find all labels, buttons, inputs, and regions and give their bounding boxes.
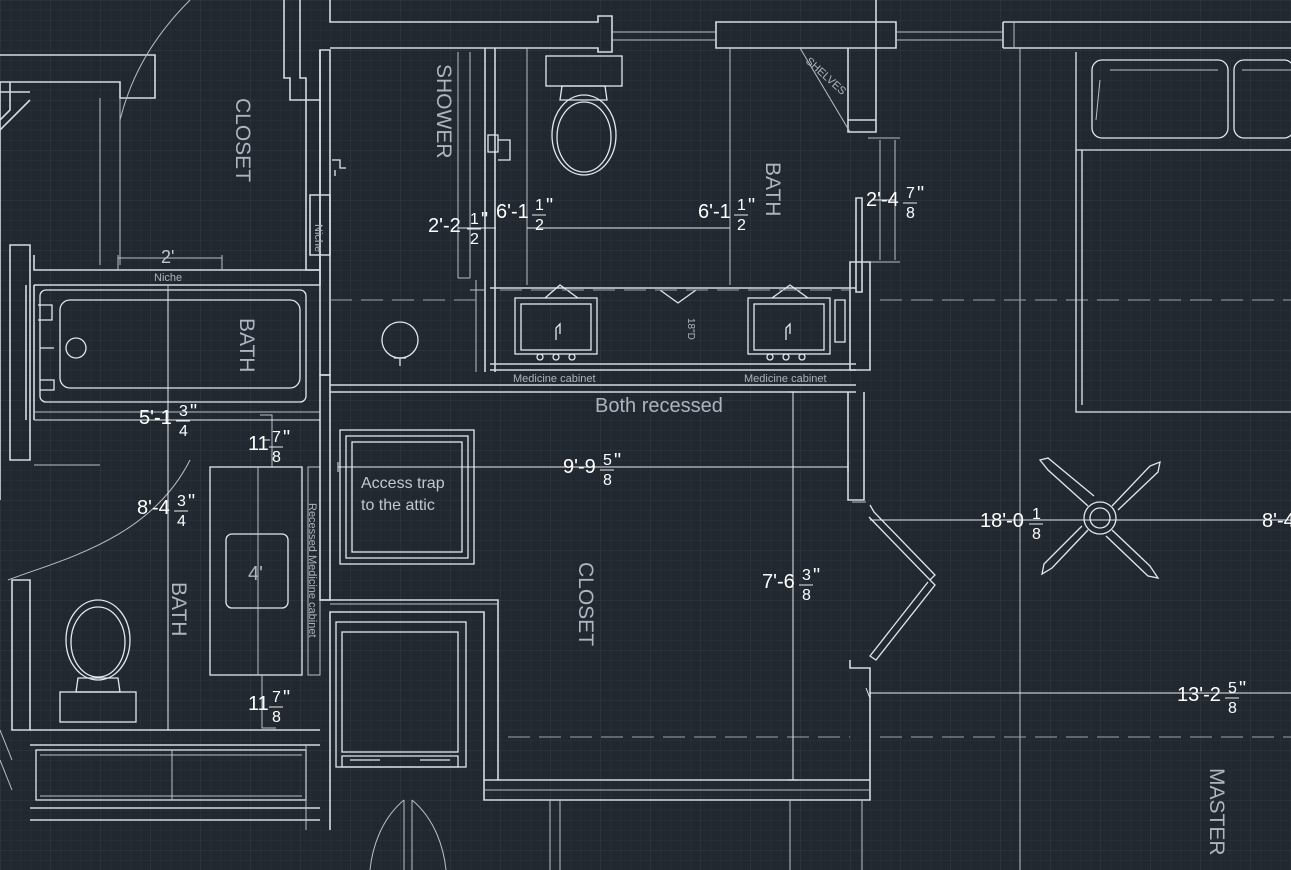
dimension-lines (34, 199, 1291, 781)
dim-whole: 6'-1 (698, 201, 731, 223)
note-recessed-medicine: Recessed Medicine cabinet (306, 503, 318, 638)
dim-denominator: 8 (1228, 700, 1237, 717)
dim-whole: 11 (248, 433, 269, 455)
dim-whole: 8'-4 (1262, 510, 1291, 532)
dim-denominator: 8 (802, 587, 811, 604)
dim-bath-length: 8'-4 3 4 " (137, 491, 195, 530)
note-niche-width: 2' (161, 247, 174, 267)
note-access-trap-line1: Access trap (361, 475, 445, 492)
dim-tub-length: 5'-1 3 4 " (139, 401, 197, 440)
dim-bath-depth: 6'-1 1 2 " (698, 195, 755, 234)
ceiling-fan-icon (1038, 457, 1161, 579)
room-labels: CLOSET SHOWER BATH BATH BATH CLOSET MAST… (167, 64, 1228, 856)
dim-whole: 7'-6 (762, 571, 795, 593)
dim-numerator: 7 (906, 185, 915, 202)
dim-numerator: 5 (1228, 680, 1237, 697)
dim-unit: " (188, 491, 195, 513)
dim-denominator: 4 (177, 513, 186, 530)
note-vanity-width: 4' (248, 563, 263, 585)
dim-numerator: 1 (470, 211, 479, 228)
dim-vanity-gap-bottom: 11 7 8 " (248, 687, 290, 726)
dim-numerator: 7 (272, 429, 281, 446)
dim-denominator: 8 (1032, 526, 1041, 543)
left-closet-walls (0, 0, 321, 500)
dim-closet-width: 9'-9 5 8 " (563, 450, 621, 489)
dim-unit: " (1239, 678, 1246, 700)
dim-denominator: 8 (906, 205, 915, 222)
dim-unit: " (283, 427, 290, 449)
dim-whole: 2'-4 (866, 189, 899, 211)
dim-master-edge: 8'-4 (1262, 510, 1291, 532)
dim-unit: " (546, 195, 553, 217)
dim-shower-width: 2'-2 1 2 " (428, 209, 488, 248)
label-closet-main: CLOSET (574, 562, 597, 646)
entry-door (369, 799, 447, 870)
dim-unit: " (813, 565, 820, 587)
dim-numerator: 1 (535, 197, 544, 214)
bathtub (9, 244, 320, 466)
dim-whole: 8'-4 (137, 497, 170, 519)
label-master: MASTER (1205, 768, 1228, 856)
dim-numerator: 5 (603, 452, 612, 469)
dim-unit: " (283, 687, 290, 709)
dim-whole: 2'-2 (428, 215, 461, 237)
note-access-trap-line2: to the attic (361, 497, 435, 514)
dim-unit: " (748, 195, 755, 217)
dimension-texts: 2'-2 1 2 " 6'-1 1 2 " 6'-1 1 2 " 2'-4 7 … (137, 183, 1291, 726)
dim-unit: " (614, 450, 621, 472)
master-bedroom (875, 0, 1291, 579)
dim-unit: " (481, 209, 488, 231)
dim-numerator: 3 (802, 567, 811, 584)
dim-unit: " (917, 183, 924, 205)
dim-denominator: 8 (603, 472, 612, 489)
dim-numerator: 3 (179, 403, 188, 420)
dim-denominator: 8 (272, 709, 281, 726)
dim-unit: " (190, 401, 197, 423)
dim-denominator: 2 (535, 217, 544, 234)
dim-numerator: 1 (737, 197, 746, 214)
dim-denominator: 8 (272, 449, 281, 466)
label-shower: SHOWER (432, 64, 455, 159)
dim-denominator: 2 (470, 231, 479, 248)
note-depth-18: 18"D (685, 318, 696, 340)
dim-denominator: 4 (179, 423, 188, 440)
dim-vanity-gap-top: 11 7 8 " (248, 427, 290, 466)
dim-master-width: 13'-2 5 8 " (1177, 678, 1246, 717)
dim-numerator: 7 (272, 689, 281, 706)
dim-numerator: 3 (177, 493, 186, 510)
dim-closet-depth: 7'-6 3 8 " (762, 565, 820, 604)
note-niche-horizontal: Niche (154, 272, 182, 284)
dim-whole: 11 (248, 693, 269, 715)
dim-whole: 18'-0 (980, 510, 1024, 532)
ceiling-line-upper (330, 289, 1291, 301)
dim-whole: 6'-1 (496, 201, 529, 223)
dim-whole: 5'-1 (139, 407, 172, 429)
label-closet-top: CLOSET (231, 98, 254, 182)
dim-whole: 13'-2 (1177, 684, 1221, 706)
label-bath-tub: BATH (235, 318, 258, 372)
label-bath-lower: BATH (167, 582, 190, 636)
dim-whole: 9'-9 (563, 456, 596, 478)
dim-bath-right-wall: 2'-4 7 8 " (866, 183, 924, 222)
dim-denominator: 2 (737, 217, 746, 234)
dim-master-depth: 18'-0 1 8 (980, 506, 1043, 543)
note-medicine-right: Medicine cabinet (744, 373, 827, 385)
note-medicine-left: Medicine cabinet (513, 373, 596, 385)
top-exterior-wall (329, 0, 1291, 870)
dim-shower-bath-gap: 6'-1 1 2 " (496, 195, 553, 234)
dim-numerator: 1 (1032, 506, 1041, 523)
note-niche-vertical: Niche (312, 224, 324, 252)
note-both-recessed: Both recessed (595, 395, 723, 417)
label-bath-upper: BATH (761, 162, 784, 216)
central-closet (319, 374, 936, 870)
